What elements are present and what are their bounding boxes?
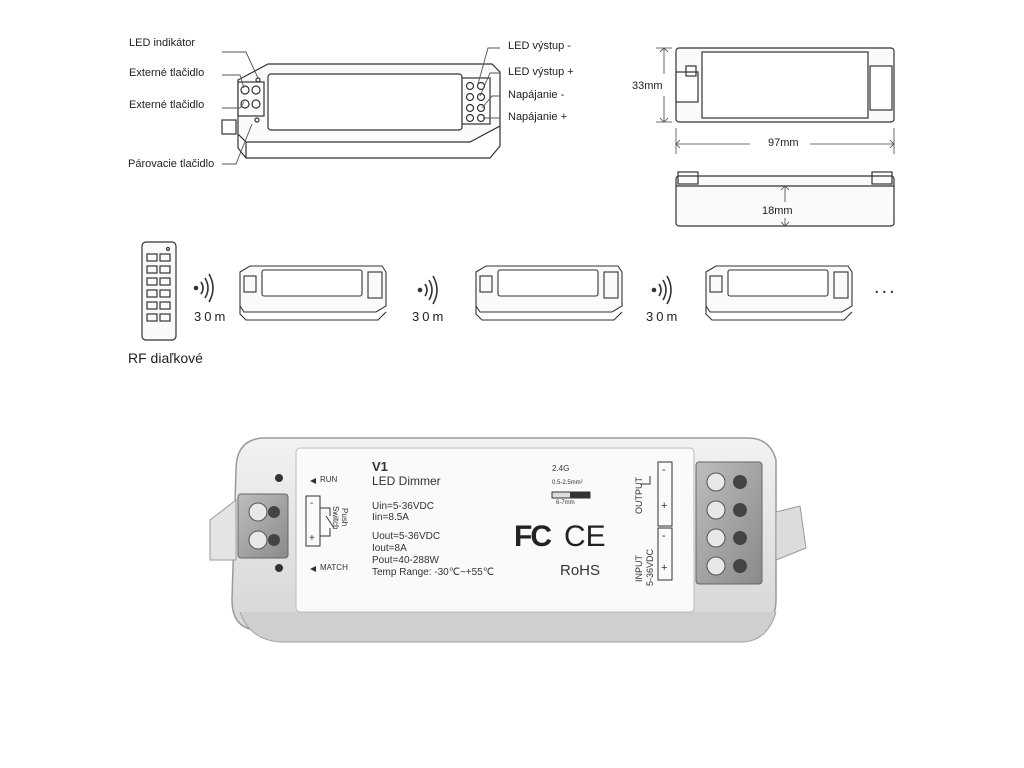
distance-label-2: 30m (412, 309, 447, 324)
output-plus-label: + (661, 500, 668, 512)
switch-plus-label: + (309, 533, 315, 544)
led-indicator-label: LED indikátor (129, 37, 196, 49)
output-minus-label: - (662, 464, 666, 476)
controller-unit-1 (239, 265, 387, 321)
pout-spec: Pout=40-288W (372, 555, 439, 566)
external-button-label-2: Externé tlačidlo (129, 99, 205, 111)
push-label: Push (340, 508, 349, 527)
controller-unit-3 (705, 265, 853, 321)
more-units-ellipsis: ... (874, 276, 897, 298)
wireless-signal-icon (193, 273, 214, 303)
run-label: RUN (320, 475, 338, 484)
input-voltage-label: 5-36VDC (645, 548, 655, 586)
temp-range-spec: Temp Range: -30℃~+55℃ (372, 567, 494, 578)
match-label: MATCH (320, 563, 348, 572)
output-label: OUTPUT (634, 477, 644, 514)
uin-spec: Uin=5-36VDC (372, 501, 434, 512)
wire-gauge-label: 0.5-2.5mm² (552, 480, 583, 486)
led-output-minus-label: LED výstup - (508, 40, 571, 52)
distance-label-3: 30m (646, 309, 681, 324)
height-dimension: 33mm (632, 80, 663, 92)
power-minus-label: Napájanie - (508, 89, 565, 101)
strip-length-label: 6-7mm (556, 500, 575, 506)
uout-spec: Uout=5-36VDC (372, 531, 441, 542)
power-plus-label: Napájanie + (508, 111, 568, 123)
rohs-mark: RoHS (560, 562, 601, 579)
input-plus-label: + (661, 562, 668, 574)
switch-minus-label: - (310, 498, 314, 509)
model-label: V1 (372, 459, 388, 474)
wireless-signal-icon (651, 275, 672, 305)
external-button-label-1: Externé tlačidlo (129, 67, 205, 79)
led-output-plus-label: LED výstup + (508, 66, 574, 78)
iout-spec: Iout=8A (372, 543, 407, 554)
switch-label: Switch (331, 506, 340, 530)
remote-icon (141, 241, 177, 341)
depth-dimension: 18mm (762, 205, 793, 217)
input-label: INPUT (634, 555, 644, 582)
fcc-mark: FC (514, 520, 552, 553)
wireless-signal-icon (417, 275, 438, 305)
controller-unit-2 (475, 265, 623, 321)
distance-label-1: 30m (194, 309, 229, 324)
frequency-label: 2.4G (552, 464, 570, 473)
length-dimension: 97mm (768, 137, 799, 149)
rf-remote-label: RF diaľkové (128, 350, 203, 366)
ce-mark: CE (564, 520, 606, 553)
input-minus-label: - (662, 530, 666, 542)
product-name-label: LED Dimmer (372, 474, 441, 488)
pairing-button-label: Párovacie tlačidlo (128, 158, 215, 170)
iin-spec: Iin=8.5A (372, 512, 409, 523)
